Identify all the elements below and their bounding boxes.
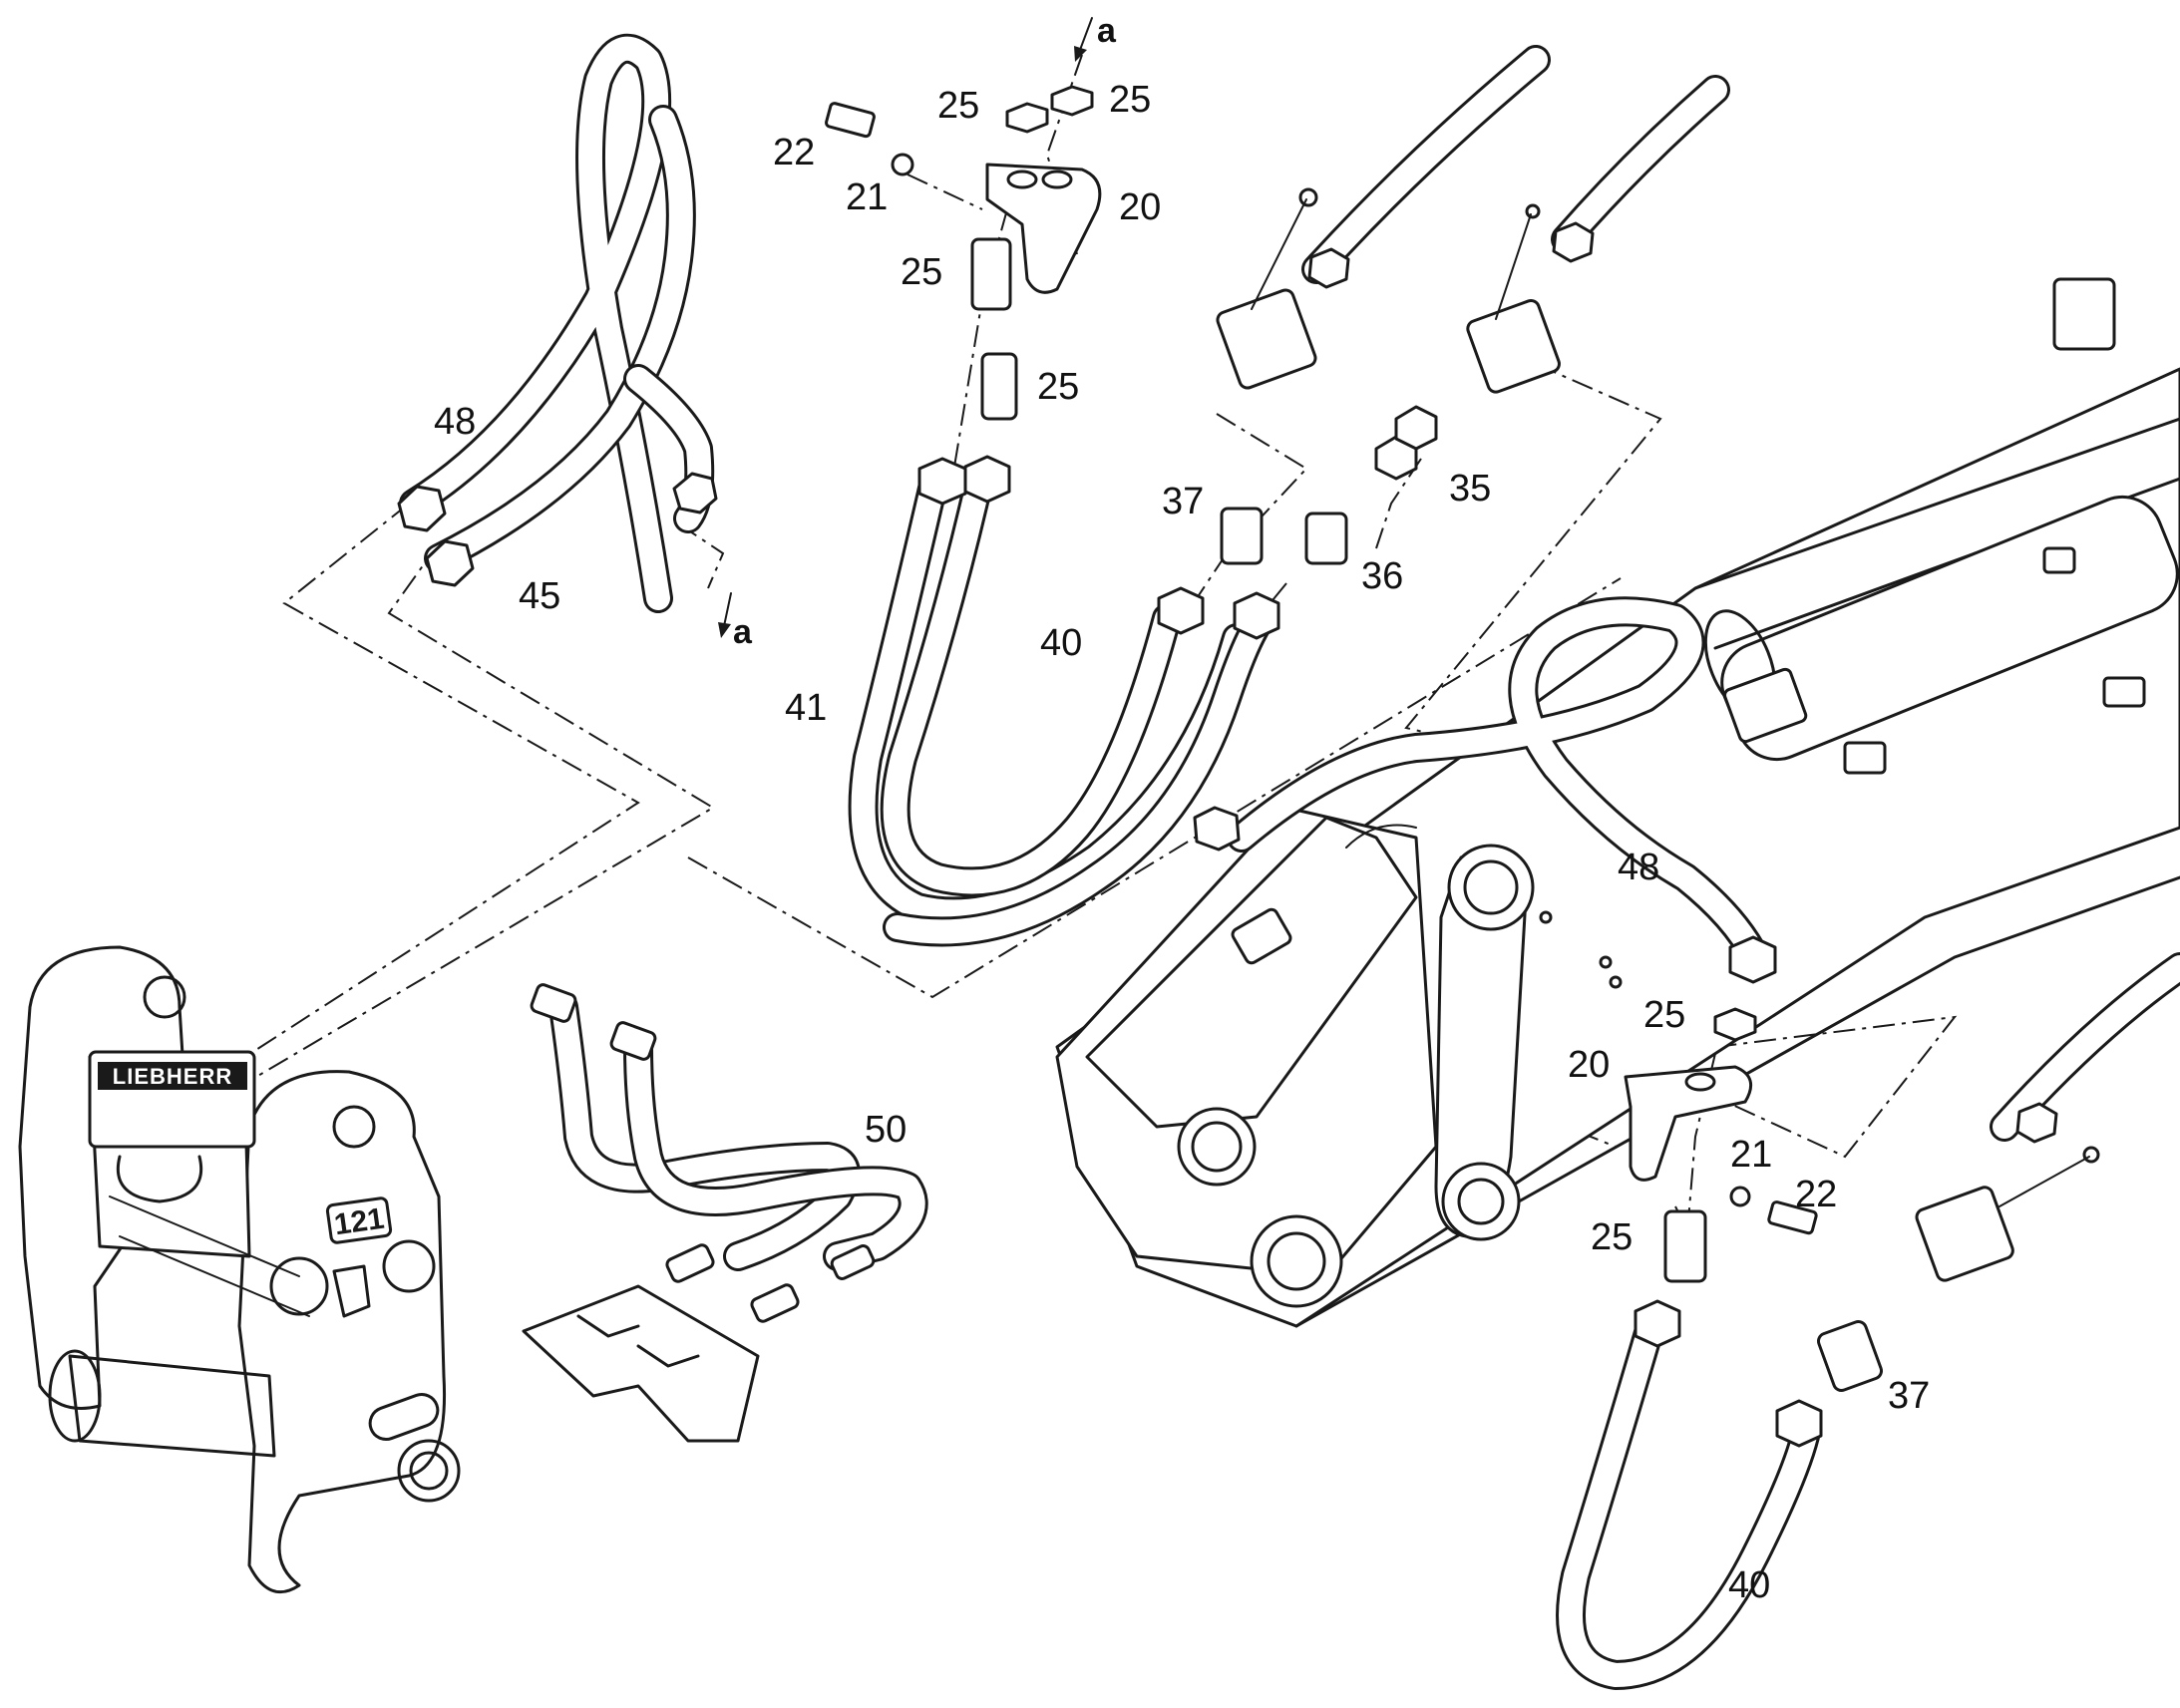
fitting-36	[1304, 512, 1348, 565]
hose-40-lower-fitting-b	[1775, 1399, 1823, 1448]
callout-22-lower: 22	[1795, 1174, 1837, 1215]
callout-40-lower: 40	[1728, 1564, 1770, 1606]
fitting-37-lower	[1817, 1320, 1883, 1392]
hose-41-fitting	[917, 457, 967, 506]
callout-21-lower: 21	[1730, 1134, 1772, 1176]
section-arrow-top	[1074, 46, 1087, 62]
pin-boss-lower	[1177, 1107, 1257, 1187]
fitting-25-lower	[1663, 1209, 1707, 1283]
callout-labels: 48 45 22 21 25 25 20 25 25 37 35 36 40 4…	[434, 79, 1930, 1606]
callout-22-top: 22	[773, 132, 815, 173]
brand-plate	[98, 1062, 247, 1090]
callout-25-top-b: 25	[1109, 79, 1151, 121]
callout-25-lower-a: 25	[1643, 994, 1685, 1036]
hose-48-end-fitting	[397, 485, 447, 532]
section-arrow-bottom	[718, 622, 731, 638]
bolt-22-lower	[1767, 1200, 1818, 1235]
hose-48-right-fitting-a	[1193, 806, 1241, 852]
shutoff-valves	[1216, 45, 1730, 394]
plate-label: 121	[332, 1202, 386, 1242]
nut-25-lower	[1713, 1007, 1757, 1042]
pipe-clamp-top	[825, 85, 1102, 421]
bracket-20-lower	[1624, 1065, 1753, 1182]
bracket-20-top	[985, 163, 1102, 294]
callout-50: 50	[865, 1109, 907, 1151]
callout-20-lower: 20	[1568, 1044, 1610, 1086]
nut-25-top-a	[1005, 102, 1049, 134]
callout-25-top-c: 25	[901, 251, 942, 293]
valve-right	[1466, 298, 1561, 394]
pin-boss-bottom	[1250, 1214, 1343, 1308]
pipe-clamp-lower	[1624, 1007, 1818, 1283]
washer-21-lower	[1729, 1186, 1751, 1207]
callout-41: 41	[785, 687, 827, 729]
valve-left	[1216, 288, 1317, 390]
clamp-block-50	[522, 1284, 760, 1443]
callout-21-top: 21	[846, 176, 888, 218]
callout-36: 36	[1361, 555, 1403, 597]
fitting-37-top	[1220, 507, 1264, 565]
fitting-35-b	[1394, 405, 1438, 451]
callout-25-top-a: 25	[937, 85, 979, 127]
hose-40-fitting	[963, 455, 1011, 504]
bolt-22-top	[825, 102, 876, 139]
section-mark-a-top: a	[1097, 12, 1117, 50]
callout-48-upper: 48	[434, 401, 476, 443]
hose-40-lower-fitting-a	[1634, 1299, 1681, 1348]
callout-25-lower-b: 25	[1591, 1216, 1633, 1258]
fitting-25-top-b	[980, 352, 1018, 421]
callout-40-middle: 40	[1040, 622, 1082, 664]
stick-linkage	[1055, 806, 1623, 1308]
callout-45: 45	[519, 575, 560, 617]
callout-25-top-d: 25	[1037, 366, 1079, 408]
section-mark-a-bottom: a	[733, 613, 753, 651]
quick-coupler: LIEBHERR 121	[18, 945, 461, 1594]
section-marks: a a	[718, 12, 1117, 651]
callout-48-right: 48	[1618, 847, 1659, 888]
hose-48-right-fitting-b	[1728, 935, 1777, 984]
callout-20-top: 20	[1119, 186, 1161, 228]
fitting-25-top-a	[970, 237, 1012, 311]
hose-40-lower	[1556, 952, 2180, 1690]
valve-lower	[1915, 1186, 2014, 1282]
washer-21-top	[891, 153, 914, 176]
callout-37-top: 37	[1162, 481, 1204, 522]
nut-25-top-b	[1050, 85, 1094, 117]
hose-45-end-fitting	[425, 539, 475, 587]
brand-label: LIEBHERR	[113, 1064, 232, 1089]
line-set-50	[522, 983, 928, 1443]
hose-48-right	[1193, 596, 1777, 984]
callout-35: 35	[1449, 468, 1491, 510]
hose-48-45-upper	[397, 33, 718, 613]
hose-40-41-middle	[848, 405, 1438, 947]
callout-37-lower: 37	[1888, 1375, 1930, 1417]
